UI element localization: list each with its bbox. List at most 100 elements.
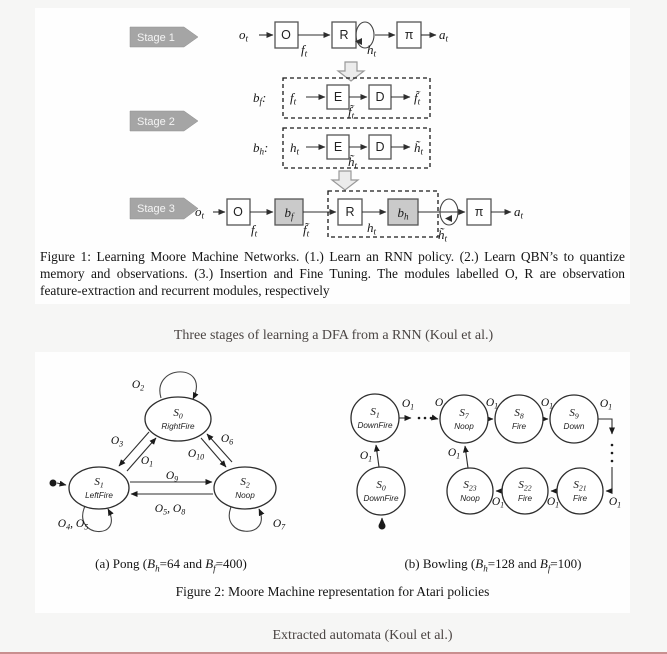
module-pi-label: π — [405, 28, 414, 42]
decoder-label: D — [375, 90, 384, 104]
state-s22 — [501, 467, 549, 515]
edge-s2-s0-label: O6 — [221, 433, 233, 447]
down-arrow-icon — [330, 170, 360, 191]
h-label: ht — [367, 42, 377, 59]
recurrent-loop — [355, 21, 375, 49]
state-s0 — [356, 466, 406, 516]
state-s21-action: Fire — [573, 494, 588, 503]
state-s1 — [68, 466, 130, 510]
edge-wrap-down — [598, 418, 615, 435]
s1-self-label: O4, O5 — [58, 518, 88, 532]
state-s1 — [350, 393, 400, 443]
state-s0-action: RightFire — [161, 422, 195, 431]
state-s23 — [446, 467, 494, 515]
state-s2-action: Noop — [235, 491, 255, 500]
ellipsis-dot — [417, 416, 421, 420]
initial-state-dot — [49, 479, 57, 487]
qbn-h-in: ht — [290, 140, 300, 157]
state-s8-action: Fire — [512, 422, 527, 431]
edge-s2-s1-label: O5, O8 — [155, 503, 185, 517]
h-label: ht — [367, 220, 377, 237]
loop-arrowhead — [355, 38, 362, 45]
state-s9-id: S9 — [569, 407, 579, 421]
ftilde-label: f̃t — [303, 222, 310, 239]
state-s1-action: DownFire — [357, 421, 392, 430]
htilde-label: h̃t — [438, 227, 448, 244]
encoder-label: E — [334, 140, 342, 154]
stage3-output-label: at — [514, 204, 524, 221]
state-s23-id: S23 — [463, 479, 476, 493]
edge-wrap-in — [605, 467, 613, 494]
state-s7 — [439, 394, 489, 444]
edge-s1-s0 — [126, 437, 157, 472]
initial-state-dot — [378, 522, 386, 530]
qbn-f-latent: f̃t — [348, 104, 355, 121]
qbn-f-dashed-box — [282, 77, 431, 119]
module-O-label: O — [281, 28, 291, 42]
bowling-caption: (b) Bowling (Bh=128 and Bf=100) — [404, 556, 582, 574]
qbn-f-in: ft — [290, 90, 297, 107]
edge-label: O1 — [609, 496, 621, 510]
figure1-diagram: Stage 1 ot O ft R ht π at bf: ft E f̃t D… — [129, 21, 524, 244]
state-s8 — [494, 394, 544, 444]
edge-label: O1 — [547, 496, 559, 510]
figure2-panel: O2 O4, O5 O7 O3 O1 O6 O10 O9 O5, O8 — [35, 352, 630, 613]
s2-self-loop — [228, 506, 265, 532]
pong-automaton: O2 O4, O5 O7 O3 O1 O6 O10 O9 O5, O8 — [49, 371, 286, 533]
edge-s1-s0-label: O1 — [141, 455, 153, 469]
figure1-panel: Stage 1 ot O ft R ht π at bf: ft E f̃t D… — [35, 8, 630, 304]
edge-s0-s1 — [118, 431, 150, 467]
edge-s2-s0 — [206, 433, 233, 463]
ellipsis-dot — [610, 459, 614, 463]
subtitle-three-stages: Three stages of learning a DFA from a RN… — [173, 328, 494, 343]
figure2-automata: O2 O4, O5 O7 O3 O1 O6 O10 O9 O5, O8 — [49, 371, 621, 533]
state-s7-id: S7 — [459, 407, 470, 421]
qbn-h-name: bh: — [253, 140, 268, 157]
stage1-badge — [129, 26, 199, 48]
stage1-input-label: ot — [239, 27, 249, 44]
state-s1-id: S1 — [94, 476, 104, 490]
f-label: ft — [251, 222, 258, 239]
state-s2-id: S2 — [240, 476, 250, 490]
decoder-label: D — [375, 140, 384, 154]
state-s21 — [556, 467, 604, 515]
module-O-label: O — [233, 205, 243, 219]
module-R — [337, 198, 363, 226]
figure1-caption: Figure 1: Learning Moore Machine Network… — [40, 249, 625, 299]
state-s0-id: S0 — [376, 479, 386, 493]
ellipsis-dot — [610, 443, 614, 447]
module-bh-shaded — [387, 198, 419, 226]
initial-arrow — [56, 480, 67, 487]
stage2-badge-label: Stage 2 — [137, 116, 175, 128]
state-s9 — [549, 394, 599, 444]
state-s1-action: LeftFire — [85, 491, 113, 500]
ellipsis-dot — [423, 416, 427, 420]
bottom-accent-line — [0, 652, 667, 654]
qbn-h-out: h̃t — [414, 140, 424, 157]
stage1-output-label: at — [439, 27, 449, 44]
pong-caption: (a) Pong (Bh=64 and Bf=400) — [95, 556, 247, 574]
subtitle-extracted-automata: Extracted automata (Koul et al.) — [272, 628, 453, 643]
module-R-label: R — [339, 28, 348, 42]
encoder-label: E — [334, 90, 342, 104]
module-bh-label: bh — [397, 205, 409, 222]
loop-arrowhead — [445, 215, 452, 222]
edge-label: O1 — [402, 398, 414, 412]
s0-self-label: O2 — [132, 379, 144, 393]
qbn-f-out: f̃t — [414, 90, 421, 107]
module-bf-shaded — [274, 198, 304, 226]
figure2-caption: Figure 2: Moore Machine representation f… — [175, 584, 490, 599]
state-s9-action: Down — [564, 422, 585, 431]
bowling-automaton: O1 O1 O1 O1 O1 O1 O1 O1 O1 — [350, 393, 621, 530]
s0-self-loop — [159, 371, 199, 400]
qbn-f-name: bf: — [253, 90, 266, 107]
module-pi-label: π — [475, 205, 484, 219]
module-bf-label: bf — [284, 205, 295, 222]
state-s22-id: S22 — [518, 479, 531, 493]
edge-s0-s1-label: O3 — [111, 435, 123, 449]
ellipsis-dot — [610, 451, 614, 455]
state-s21-id: S21 — [573, 479, 586, 493]
state-s23-action: Noop — [460, 494, 480, 503]
state-s8-id: S8 — [514, 407, 524, 421]
edge-label: O1 — [600, 398, 612, 412]
